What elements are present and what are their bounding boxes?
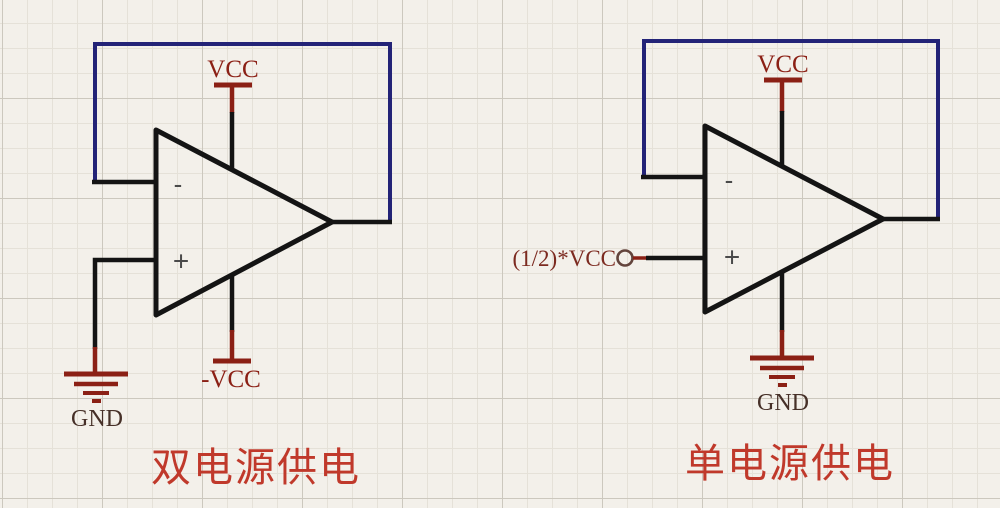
feedback-loop-wire — [93, 42, 392, 220]
neg-vcc-label: -VCC — [201, 366, 261, 393]
dual-supply-title: 双电源供电 — [151, 445, 361, 490]
bottom-margin — [0, 508, 1000, 515]
ground-symbol-icon: GND — [750, 271, 814, 416]
gnd-label: GND — [71, 406, 123, 432]
bias-input-label: (1/2)*VCC — [513, 246, 617, 271]
dual-supply-circuit: - + VCC -VCC GND — [64, 42, 392, 490]
noninverting-input-wire — [92, 257, 158, 349]
opamp-triangle — [702, 123, 886, 315]
vcc-power-port: VCC — [757, 51, 809, 167]
inverting-input-label: - — [174, 169, 183, 199]
vcc-power-port: VCC — [207, 56, 259, 170]
opamp-triangle — [153, 127, 335, 318]
input-terminal-icon — [616, 249, 634, 267]
feedback-loop-wire — [642, 39, 940, 217]
gnd-label: GND — [757, 390, 809, 416]
neg-vcc-power-port: -VCC — [201, 274, 261, 393]
ground-symbol-icon: GND — [64, 371, 128, 432]
single-supply-circuit: (1/2)*VCC - + VCC — [513, 39, 940, 486]
noninverting-input-label: + — [724, 242, 740, 273]
single-supply-title: 单电源供电 — [685, 441, 895, 486]
vcc-label: VCC — [757, 51, 808, 78]
noninverting-input-label: + — [173, 246, 189, 277]
vcc-label: VCC — [207, 56, 258, 83]
inverting-input-label: - — [725, 165, 734, 195]
